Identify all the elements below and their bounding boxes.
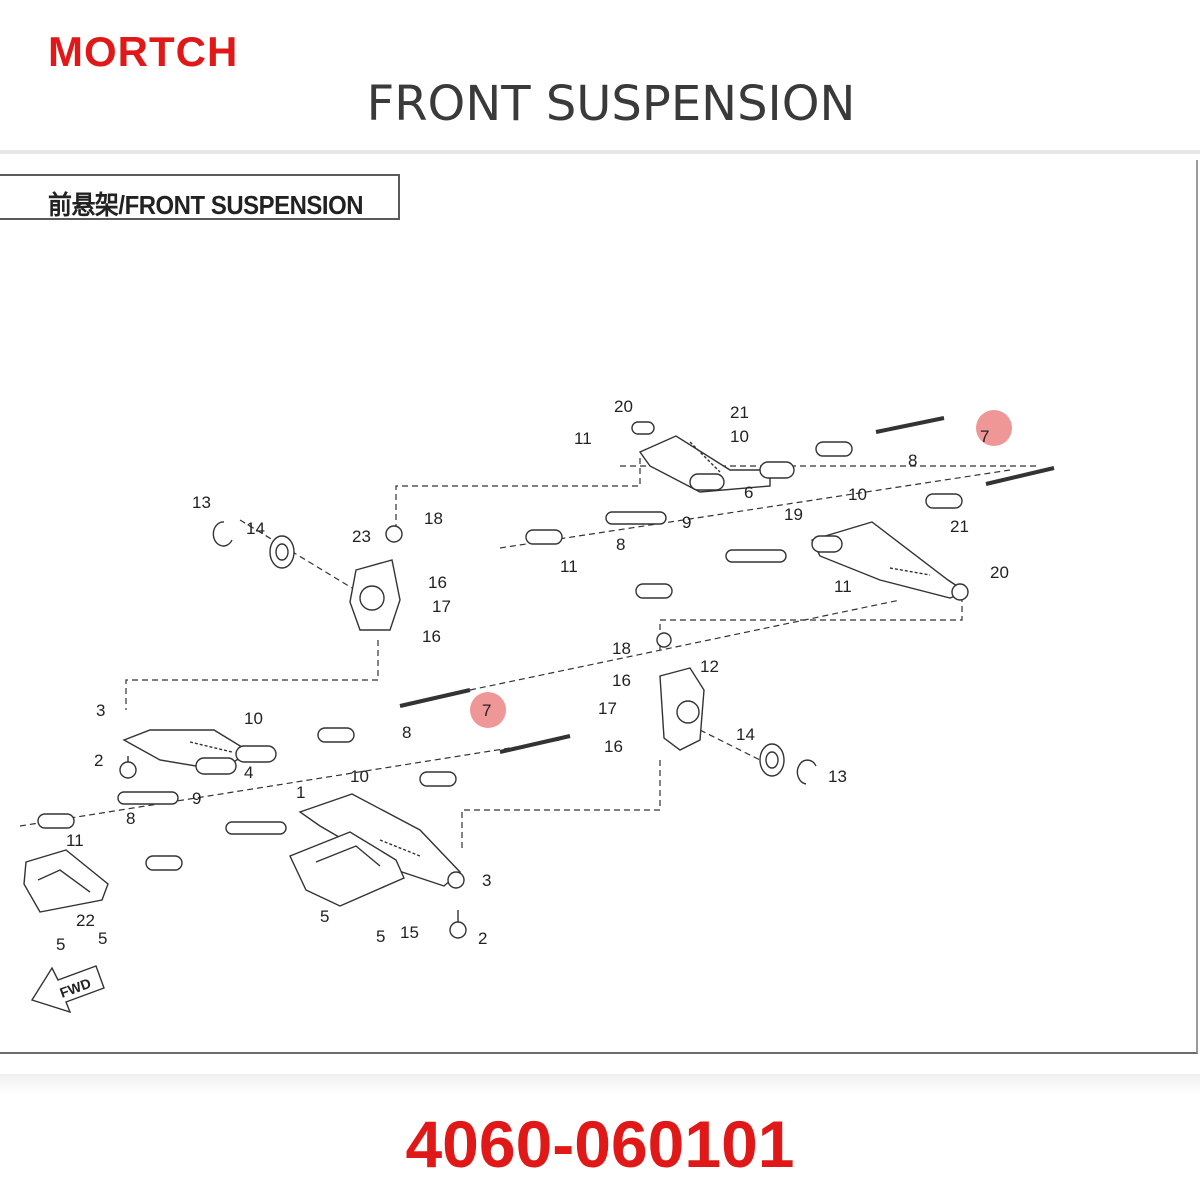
knuckle-left <box>349 525 403 631</box>
guard-plate-left <box>23 849 109 913</box>
section-label: 前悬架/FRONT SUSPENSION <box>48 190 364 220</box>
assembly-lines <box>19 456 1040 850</box>
callout-4: 4 <box>244 763 253 782</box>
callout-5: 5 <box>320 907 329 926</box>
callout-10: 10 <box>730 427 749 446</box>
callout-14: 14 <box>736 725 755 744</box>
knuckle-right <box>656 632 705 751</box>
callout-11: 11 <box>560 557 578 576</box>
callout-5: 5 <box>56 935 65 954</box>
callout-15: 15 <box>400 923 419 942</box>
upper-arm-right <box>631 421 795 493</box>
upper-arm-left <box>122 729 277 775</box>
callout-labels: 1 2 2 3 3 4 5 5 5 5 6 7 7 8 8 8 8 9 9 10… <box>56 397 1009 954</box>
lower-arm-left <box>298 793 465 889</box>
callout-5: 5 <box>98 929 107 948</box>
callout-8: 8 <box>402 723 411 742</box>
callout-9: 9 <box>682 513 691 532</box>
callout-20: 20 <box>990 563 1009 582</box>
callout-13: 13 <box>828 767 847 786</box>
callout-21: 21 <box>950 517 969 536</box>
highlight-marker-upper <box>976 410 1012 446</box>
callout-3: 3 <box>96 701 105 720</box>
guard-plate-right <box>289 831 405 907</box>
callout-3: 3 <box>482 871 491 890</box>
top-divider <box>0 150 1200 154</box>
callout-8: 8 <box>908 451 917 470</box>
callout-7: 7 <box>980 427 989 446</box>
fwd-arrow-icon <box>30 965 105 1014</box>
callout-17: 17 <box>432 597 451 616</box>
callout-1: 1 <box>296 783 305 802</box>
bushings-right <box>525 416 1055 599</box>
callout-11: 11 <box>574 429 592 448</box>
ball-joint-left <box>119 756 137 779</box>
callout-18: 18 <box>424 509 443 528</box>
callout-13: 13 <box>192 493 211 512</box>
callout-8: 8 <box>616 535 625 554</box>
callout-10: 10 <box>350 767 369 786</box>
callout-18: 18 <box>612 639 631 658</box>
section-header: 前悬架/FRONT SUSPENSION <box>0 174 400 220</box>
part-number: 4060-060101 <box>405 1107 795 1181</box>
bearing-left <box>212 521 295 569</box>
callout-17: 17 <box>598 699 617 718</box>
callout-22: 22 <box>76 911 95 930</box>
callout-20: 20 <box>614 397 633 416</box>
callout-21: 21 <box>730 403 749 422</box>
callout-12: 12 <box>700 657 719 676</box>
callout-16: 16 <box>422 627 441 646</box>
callout-11: 11 <box>834 577 852 596</box>
callout-2: 2 <box>478 929 487 948</box>
callout-19: 19 <box>784 505 803 524</box>
brand-logo: MORTCH <box>48 28 239 75</box>
callout-10: 10 <box>848 485 867 504</box>
callout-16: 16 <box>604 737 623 756</box>
bushings-left <box>37 688 571 871</box>
ball-joint-right <box>449 910 467 939</box>
callout-16: 16 <box>612 671 631 690</box>
callout-2: 2 <box>94 751 103 770</box>
page-title: FRONT SUSPENSION <box>366 76 856 132</box>
lower-arm-right <box>811 521 969 601</box>
callout-8: 8 <box>126 809 135 828</box>
callout-23: 23 <box>352 527 371 546</box>
highlight-marker-lower <box>470 692 506 728</box>
bottom-divider <box>0 1074 1200 1094</box>
callout-6: 6 <box>744 483 753 502</box>
bearing-right <box>759 743 817 785</box>
callout-10: 10 <box>244 709 263 728</box>
callout-9: 9 <box>192 789 201 808</box>
callout-7: 7 <box>482 701 491 720</box>
callout-5: 5 <box>376 927 385 946</box>
callout-16: 16 <box>428 573 447 592</box>
diagram-frame <box>0 160 1198 1054</box>
callout-11: 11 <box>66 831 84 850</box>
callout-14: 14 <box>246 519 265 538</box>
